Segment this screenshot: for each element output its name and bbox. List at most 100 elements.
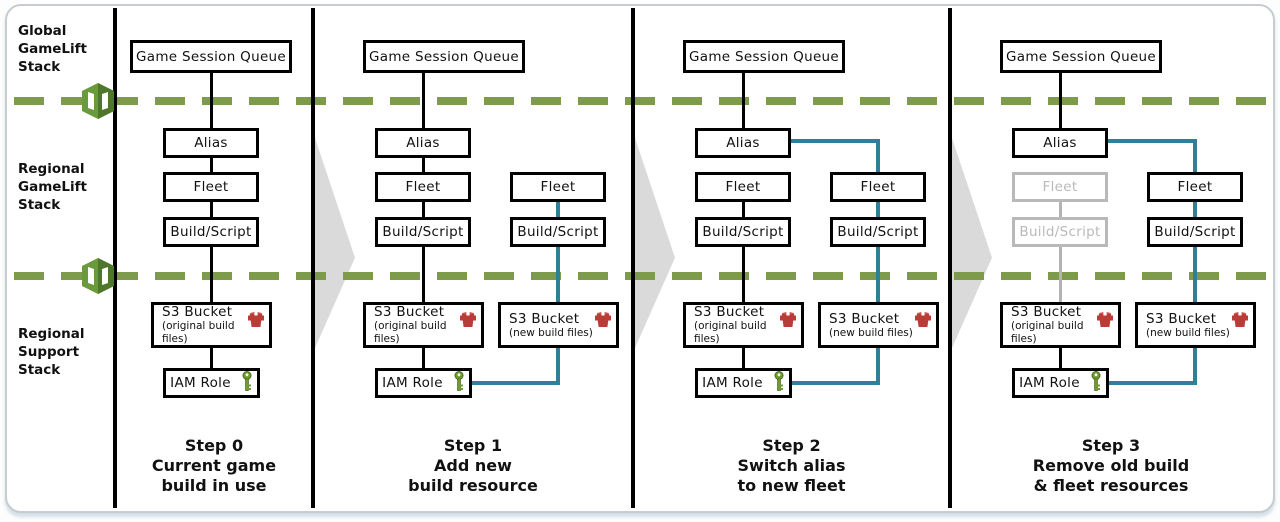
iam-role-box: IAM Role (695, 368, 792, 398)
step-caption: Step 1 Add new build resource (408, 436, 538, 495)
connector (741, 347, 745, 368)
s3-bucket-subtitle: (new build files) (829, 326, 913, 339)
panel-divider (631, 8, 635, 508)
connector (1058, 347, 1062, 368)
connector (421, 247, 425, 302)
panel-divider (948, 8, 952, 508)
game-session-queue-box: Game Session Queue (363, 40, 525, 73)
key-icon (453, 370, 465, 396)
stack-label-regional-support: Regional Support Stack (18, 326, 85, 378)
s3-bucket-icon (460, 311, 476, 333)
s3-bucket-title: S3 Bucket (374, 304, 445, 320)
s3-bucket-subtitle: (original build files) (374, 320, 447, 345)
s3-bucket-subtitle: (original build files) (694, 320, 767, 345)
game-session-queue-box: Game Session Queue (130, 40, 292, 73)
iam-role-box: IAM Role (163, 368, 260, 398)
s3-bucket-original-box: S3 Bucket (original build files) (151, 302, 272, 348)
panel-step-1: Game Session Queue Alias Fleet Build/Scr… (313, 0, 633, 522)
connector-new (472, 381, 560, 385)
connector-new (1108, 139, 1197, 143)
fleet-box-new: Fleet (510, 172, 606, 202)
connector-new (876, 139, 880, 172)
stack-label-regional-gamelift: Regional GameLift Stack (18, 161, 87, 213)
s3-bucket-title: S3 Bucket (162, 304, 233, 320)
build-script-box-old-removed: Build/Script (1012, 217, 1108, 247)
connector-new (1193, 139, 1197, 172)
panel-divider (311, 8, 315, 508)
iam-role-box: IAM Role (375, 368, 472, 398)
build-script-box-new: Build/Script (510, 217, 606, 247)
s3-bucket-subtitle: (original build files) (162, 320, 235, 345)
connector-new (1109, 381, 1197, 385)
gamelift-icon (78, 256, 118, 300)
s3-bucket-original-box: S3 Bucket (original build files) (363, 302, 484, 348)
connector-removed (1058, 201, 1062, 217)
key-icon (241, 370, 253, 396)
iam-role-label: IAM Role (1019, 375, 1080, 391)
s3-bucket-new-box: S3 Bucket (new build files) (818, 302, 939, 348)
connector (421, 201, 425, 217)
panel-step-2: Game Session Queue Alias Fleet Build/Scr… (633, 0, 950, 522)
build-script-box-new: Build/Script (830, 217, 926, 247)
panel-step-0: Game Session Queue Alias Fleet Build/Scr… (115, 0, 313, 522)
gamelift-icon (78, 81, 118, 125)
s3-bucket-title: S3 Bucket (509, 310, 580, 327)
s3-bucket-new-box: S3 Bucket (new build files) (1135, 302, 1256, 348)
step-caption: Step 3 Remove old build & fleet resource… (1032, 436, 1190, 495)
panel-divider (113, 8, 117, 508)
key-icon (773, 370, 785, 396)
s3-bucket-icon (915, 311, 931, 333)
step-caption: Step 2 Switch alias to new fleet (737, 436, 846, 495)
s3-bucket-subtitle: (new build files) (1146, 326, 1230, 339)
fleet-box-old: Fleet (375, 172, 471, 202)
fleet-box-new: Fleet (1147, 172, 1243, 202)
connector (741, 201, 745, 217)
build-script-box-old: Build/Script (375, 217, 471, 247)
step-caption: Step 0 Current game build in use (151, 436, 277, 495)
dashed-boundary-regional-support (14, 272, 1266, 280)
key-icon (1090, 370, 1102, 396)
s3-bucket-icon (1097, 311, 1113, 333)
stack-label-global-gamelift: Global GameLift Stack (18, 23, 87, 75)
connector-removed (1058, 247, 1062, 302)
build-script-box-new: Build/Script (1147, 217, 1243, 247)
s3-bucket-subtitle: (original build files) (1011, 320, 1084, 345)
s3-bucket-icon (780, 311, 796, 333)
game-session-queue-box: Game Session Queue (1000, 40, 1162, 73)
connector-new (1193, 201, 1197, 217)
iam-role-box: IAM Role (1012, 368, 1109, 398)
build-script-box-old: Build/Script (163, 217, 259, 247)
alias-box: Alias (163, 128, 259, 158)
connector (421, 73, 425, 128)
alias-box: Alias (375, 128, 471, 158)
game-session-queue-box: Game Session Queue (683, 40, 845, 73)
connector (421, 347, 425, 368)
connector-new (791, 139, 880, 143)
connector (421, 158, 425, 172)
connector (209, 158, 213, 172)
fleet-box-old: Fleet (163, 172, 259, 202)
panel-step-3: Game Session Queue Alias Fleet Build/Scr… (950, 0, 1272, 522)
connector (209, 73, 213, 128)
alias-box: Alias (1012, 128, 1108, 158)
connector (741, 247, 745, 302)
alias-box: Alias (695, 128, 791, 158)
connector (209, 347, 213, 368)
iam-role-label: IAM Role (702, 375, 763, 391)
fleet-box-new: Fleet (830, 172, 926, 202)
s3-bucket-title: S3 Bucket (694, 304, 765, 320)
iam-role-label: IAM Role (382, 375, 443, 391)
iam-role-label: IAM Role (170, 375, 231, 391)
connector (1058, 73, 1062, 128)
s3-bucket-original-box: S3 Bucket (original build files) (683, 302, 804, 348)
connector-new (876, 201, 880, 217)
s3-bucket-original-box: S3 Bucket (original build files) (1000, 302, 1121, 348)
build-script-box-old: Build/Script (695, 217, 791, 247)
s3-bucket-icon (1232, 311, 1248, 333)
connector-new (556, 201, 560, 217)
fleet-box-old: Fleet (695, 172, 791, 202)
dashed-boundary-global-regional (14, 97, 1266, 105)
s3-bucket-new-box: S3 Bucket (new build files) (498, 302, 619, 348)
s3-bucket-icon (248, 311, 264, 333)
